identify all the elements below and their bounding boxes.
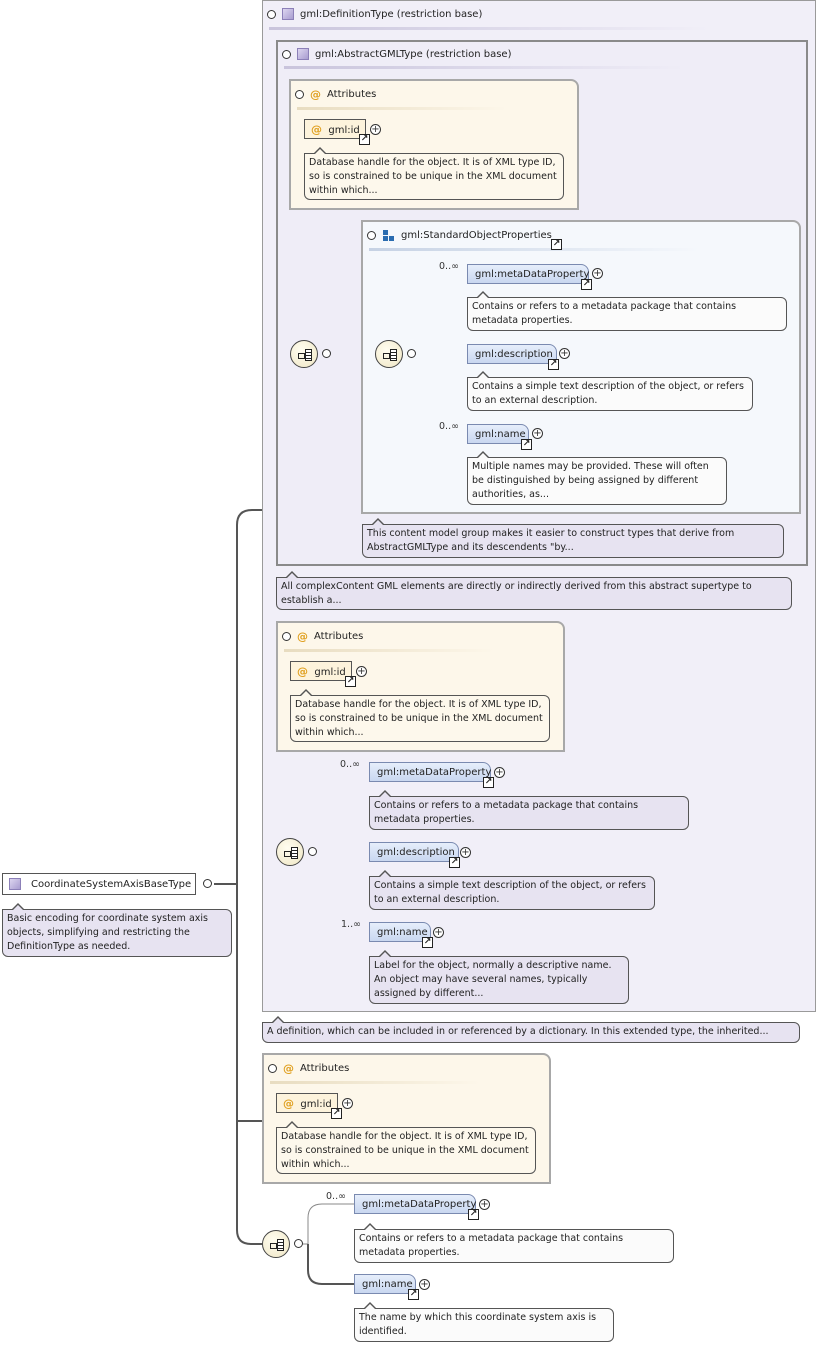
- abstract-gml-type-header: gml:AbstractGMLType (restriction base): [282, 48, 511, 60]
- standard-object-properties-doc: This content model group makes it easier…: [362, 518, 784, 558]
- root-element[interactable]: CoordinateSystemAxisBaseType: [2, 873, 196, 895]
- element-doc: Contains a simple text description of th…: [467, 371, 753, 411]
- root-name: CoordinateSystemAxisBaseType: [31, 878, 192, 890]
- element-doc: The name by which this coordinate system…: [354, 1302, 614, 1342]
- reference-arrow-icon[interactable]: ↗: [422, 937, 433, 948]
- reference-arrow-icon[interactable]: ↗: [359, 134, 370, 145]
- definition-type-header: gml:DefinitionType (restriction base): [267, 8, 482, 20]
- element-doc: Label for the object, normally a descrip…: [369, 950, 629, 1004]
- group-icon: [382, 229, 395, 242]
- expand-icon[interactable]: +: [479, 1199, 490, 1210]
- reference-arrow-icon[interactable]: ↗: [331, 1108, 342, 1119]
- reference-arrow-icon[interactable]: ↗: [521, 439, 532, 450]
- definition-type-doc: A definition, which can be included in o…: [262, 1016, 800, 1043]
- attribute-gml-id[interactable]: @ gml:id: [304, 119, 366, 139]
- collapse-toggle[interactable]: [282, 49, 291, 59]
- cardinality-label: 0..∞: [326, 1191, 346, 1202]
- expand-icon[interactable]: +: [419, 1279, 430, 1290]
- reference-arrow-icon[interactable]: ↗: [483, 777, 494, 788]
- expand-icon[interactable]: +: [370, 124, 381, 135]
- expand-icon[interactable]: +: [433, 927, 444, 938]
- reference-arrow-icon[interactable]: ↗: [408, 1289, 419, 1300]
- element-metadata-property[interactable]: gml:metaDataProperty: [467, 264, 589, 284]
- sequence-compositor-icon[interactable]: [262, 1230, 290, 1258]
- attribute-doc: Database handle for the object. It is of…: [304, 147, 564, 200]
- collapse-toggle[interactable]: [294, 1239, 303, 1248]
- expand-icon[interactable]: +: [460, 847, 471, 858]
- element-doc: Contains a simple text description of th…: [369, 870, 655, 910]
- element-name[interactable]: gml:name: [369, 922, 431, 942]
- cardinality-label: 0..∞: [439, 261, 459, 272]
- attribute-gml-id[interactable]: @ gml:id: [290, 661, 352, 681]
- element-name[interactable]: gml:name: [354, 1274, 416, 1294]
- abstract-gml-type-doc: All complexContent GML elements are dire…: [276, 571, 792, 610]
- reference-arrow-icon[interactable]: ↗: [449, 857, 460, 868]
- root-doc: Basic encoding for coordinate system axi…: [2, 903, 232, 957]
- reference-arrow-icon[interactable]: ↗: [581, 279, 592, 290]
- expand-icon[interactable]: +: [356, 666, 367, 677]
- reference-arrow-icon[interactable]: ↗: [548, 359, 559, 370]
- collapse-toggle[interactable]: [268, 1064, 277, 1073]
- expand-icon[interactable]: +: [559, 348, 570, 359]
- attribute-icon: @: [283, 1097, 294, 1110]
- collapse-toggle[interactable]: [322, 349, 331, 358]
- element-doc: Contains or refers to a metadata package…: [467, 291, 787, 331]
- attribute-doc: Database handle for the object. It is of…: [276, 1121, 536, 1174]
- expand-icon[interactable]: +: [592, 268, 603, 279]
- attribute-doc: Database handle for the object. It is of…: [290, 689, 550, 742]
- attribute-gml-id[interactable]: @ gml:id: [276, 1093, 338, 1113]
- attribute-icon: @: [310, 88, 321, 101]
- element-doc: Contains or refers to a metadata package…: [369, 790, 689, 830]
- cardinality-label: 0..∞: [439, 421, 459, 432]
- complex-type-icon: [297, 48, 309, 60]
- collapse-toggle[interactable]: [203, 879, 212, 888]
- element-metadata-property[interactable]: gml:metaDataProperty: [354, 1194, 476, 1214]
- collapse-toggle[interactable]: [282, 632, 291, 641]
- collapse-toggle[interactable]: [295, 90, 304, 99]
- attribute-icon: @: [297, 665, 308, 678]
- collapse-toggle[interactable]: [367, 231, 376, 240]
- element-doc: Contains or refers to a metadata package…: [354, 1223, 674, 1263]
- attribute-icon: @: [297, 630, 308, 643]
- element-metadata-property[interactable]: gml:metaDataProperty: [369, 762, 491, 782]
- reference-arrow-icon[interactable]: ↗: [551, 239, 562, 250]
- reference-arrow-icon[interactable]: ↗: [345, 676, 356, 687]
- attribute-icon: @: [311, 123, 322, 136]
- attribute-icon: @: [283, 1062, 294, 1075]
- expand-icon[interactable]: +: [494, 767, 505, 778]
- cardinality-label: 1..∞: [341, 919, 361, 930]
- element-doc: Multiple names may be provided. These wi…: [467, 451, 727, 505]
- sequence-compositor-icon[interactable]: [290, 340, 318, 368]
- element-description[interactable]: gml:description: [369, 842, 459, 862]
- collapse-toggle[interactable]: [308, 847, 317, 856]
- collapse-toggle[interactable]: [267, 9, 276, 19]
- expand-icon[interactable]: +: [532, 428, 543, 439]
- sequence-compositor-icon[interactable]: [375, 340, 403, 368]
- element-name[interactable]: gml:name: [467, 424, 529, 444]
- element-description[interactable]: gml:description: [467, 344, 557, 364]
- reference-arrow-icon[interactable]: ↗: [468, 1209, 479, 1220]
- complex-type-icon: [9, 878, 21, 890]
- sequence-compositor-icon[interactable]: [276, 838, 304, 866]
- collapse-toggle[interactable]: [407, 349, 416, 358]
- cardinality-label: 0..∞: [340, 759, 360, 770]
- complex-type-icon: [282, 8, 294, 20]
- expand-icon[interactable]: +: [342, 1098, 353, 1109]
